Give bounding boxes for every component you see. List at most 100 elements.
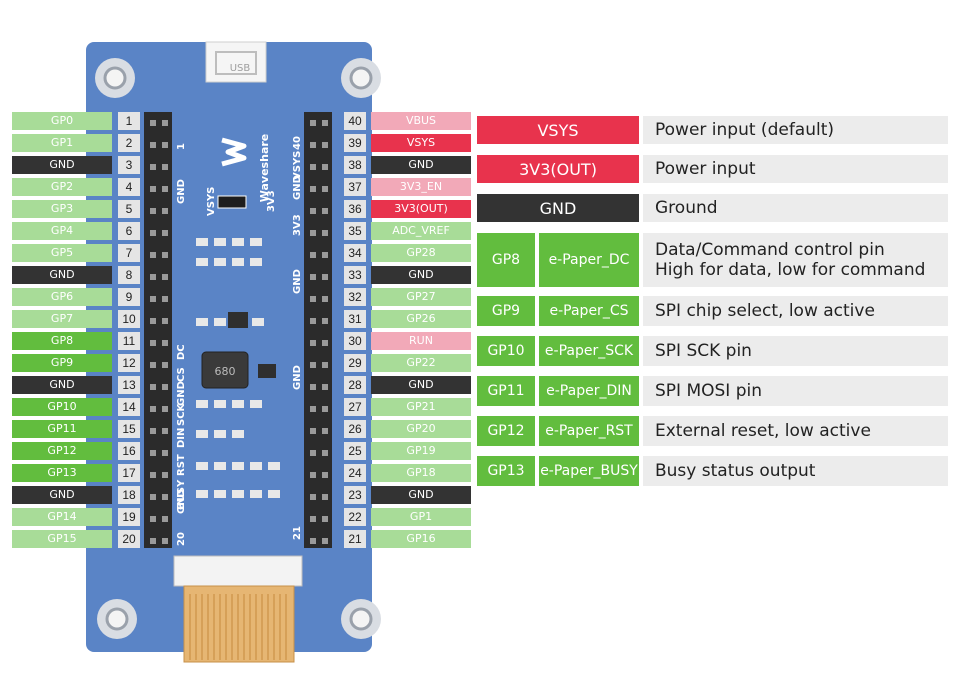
header-pin — [162, 406, 168, 412]
left-pin-label: GP4 — [12, 222, 112, 240]
header-pin — [310, 362, 316, 368]
right-pin-number: 39 — [344, 134, 366, 152]
header-pin — [150, 230, 156, 236]
silkscreen-label: CS — [176, 367, 187, 382]
left-pin-label: GP1 — [12, 134, 112, 152]
right-pin-label: GP27 — [371, 288, 471, 306]
left-pin-number: 19 — [118, 508, 140, 526]
right-pin-label: ADC_VREF — [371, 222, 471, 240]
header-pin — [310, 516, 316, 522]
header-pin — [150, 450, 156, 456]
left-pin-label: GND — [12, 376, 112, 394]
right-pin-label: GND — [371, 266, 471, 284]
left-pin-number: 20 — [118, 530, 140, 548]
right-pin-label: GP28 — [371, 244, 471, 262]
right-pin-number: 22 — [344, 508, 366, 526]
fpc-ribbon-cable — [183, 585, 295, 663]
right-pin-label: GP20 — [371, 420, 471, 438]
left-pin-number: 10 — [118, 310, 140, 328]
header-pin — [150, 362, 156, 368]
header-pin — [310, 472, 316, 478]
brand-text: Waveshare — [258, 134, 271, 202]
header-pin — [322, 362, 328, 368]
header-pin — [150, 142, 156, 148]
right-pin-number: 40 — [344, 112, 366, 130]
table-function-cell: e-Paper_RST — [539, 416, 639, 446]
header-pin — [162, 340, 168, 346]
table-description-line: Ground — [655, 198, 718, 218]
usb-label: USB — [230, 63, 251, 74]
table-function-cell: e-Paper_DC — [539, 233, 639, 287]
silkscreen-label: SCK — [176, 403, 187, 426]
mounting-hole-icon — [95, 58, 135, 98]
header-pin — [322, 428, 328, 434]
right-pin-header — [304, 112, 332, 548]
table-description: Power input (default) — [643, 116, 948, 144]
left-pin-label: GP10 — [12, 398, 112, 416]
jumper-icon — [217, 195, 247, 209]
header-pin — [162, 164, 168, 170]
header-pin — [150, 186, 156, 192]
right-pin-number: 32 — [344, 288, 366, 306]
right-pin-label: GP19 — [371, 442, 471, 460]
header-pin — [322, 164, 328, 170]
right-pin-label: GP26 — [371, 310, 471, 328]
right-pin-number: 25 — [344, 442, 366, 460]
header-pin — [150, 384, 156, 390]
left-pin-label: GP9 — [12, 354, 112, 372]
right-pin-label: 3V3_EN — [371, 178, 471, 196]
header-pin — [162, 538, 168, 544]
header-pin — [150, 340, 156, 346]
left-pin-label: GP15 — [12, 530, 112, 548]
header-pin — [310, 296, 316, 302]
right-pin-number: 21 — [344, 530, 366, 548]
left-pin-label: GP8 — [12, 332, 112, 350]
header-pin — [162, 362, 168, 368]
right-pin-number: 23 — [344, 486, 366, 504]
right-pin-label: GND — [371, 376, 471, 394]
left-pin-number: 14 — [118, 398, 140, 416]
header-pin — [162, 450, 168, 456]
header-pin — [310, 406, 316, 412]
header-pin — [322, 538, 328, 544]
left-pin-label: GP2 — [12, 178, 112, 196]
header-pin — [322, 274, 328, 280]
header-pin — [310, 340, 316, 346]
header-pin — [150, 318, 156, 324]
silkscreen-label: GND — [176, 381, 187, 406]
right-pin-number: 31 — [344, 310, 366, 328]
right-pin-number: 37 — [344, 178, 366, 196]
header-pin — [162, 384, 168, 390]
header-pin — [150, 516, 156, 522]
right-pin-label: GND — [371, 156, 471, 174]
table-function-cell: e-Paper_CS — [539, 296, 639, 326]
header-pin — [150, 538, 156, 544]
right-pin-number: 24 — [344, 464, 366, 482]
right-pin-label: GP22 — [371, 354, 471, 372]
table-description: SPI chip select, low active — [643, 296, 948, 326]
table-description: Ground — [643, 194, 948, 222]
header-pin — [150, 428, 156, 434]
header-pin — [162, 274, 168, 280]
left-pin-label: GND — [12, 156, 112, 174]
left-pin-label: GP14 — [12, 508, 112, 526]
left-pin-number: 1 — [118, 112, 140, 130]
header-pin — [162, 120, 168, 126]
header-pin — [322, 472, 328, 478]
table-signal-cell: 3V3(OUT) — [477, 155, 639, 183]
header-pin — [310, 538, 316, 544]
header-pin — [310, 208, 316, 214]
header-pin — [310, 120, 316, 126]
left-pin-number: 16 — [118, 442, 140, 460]
silkscreen-label: 3V3 — [266, 190, 277, 212]
table-function-cell: e-Paper_BUSY — [539, 456, 639, 486]
header-pin — [162, 208, 168, 214]
header-pin — [310, 384, 316, 390]
silkscreen-label: GND — [176, 179, 187, 204]
waveshare-logo-icon — [221, 137, 247, 167]
table-description-line: Data/Command control pin — [655, 240, 885, 260]
header-pin — [150, 164, 156, 170]
left-pin-number: 4 — [118, 178, 140, 196]
header-pin — [310, 252, 316, 258]
